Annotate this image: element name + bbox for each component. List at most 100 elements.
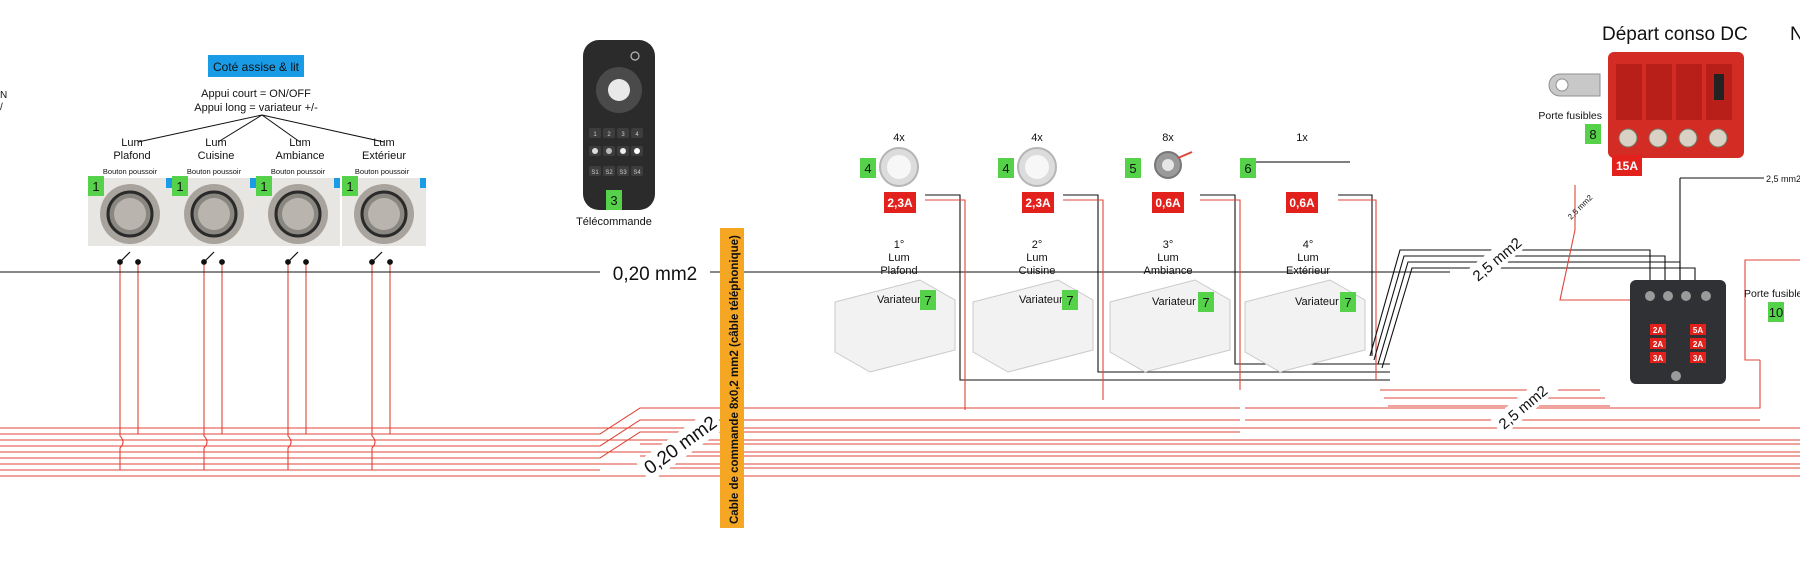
light-2-badge-num: 4: [1002, 161, 1009, 176]
fuse-right-3-badge: [1690, 352, 1706, 363]
dimmer-2-badge-num: 7: [1066, 293, 1073, 308]
remote-wheel-center: [608, 79, 630, 101]
remote-badge-num: 3: [610, 193, 617, 208]
fuse-box-body: [1630, 280, 1726, 384]
button-4-label-a: Lum: [373, 137, 394, 149]
button-2-badge-num: 1: [176, 179, 183, 194]
dimmer-4: Variateur 7: [1244, 279, 1366, 373]
fuse-box-badge: [1768, 302, 1784, 322]
light-1-current: 2,3A: [887, 196, 913, 210]
light-3: 8x 5 0,6A 3° Lum Ambiance: [1125, 132, 1192, 277]
button-4-wire: [420, 178, 426, 188]
button-1-cap: [114, 198, 146, 230]
remote-label: Télécommande: [576, 216, 652, 228]
cable-vertical-label: Cable de commande 8x0,2 mm2 (câble télép…: [729, 235, 741, 524]
coté-assise-badge: [208, 55, 304, 77]
button-1-badge: [88, 176, 104, 196]
light-1-badge-num: 4: [864, 161, 871, 176]
fuse-right-2: 2A: [1693, 340, 1703, 349]
dimmer-1-label: Variateur: [877, 294, 921, 306]
svg-text:1: 1: [593, 132, 597, 138]
button-4-caption: Bouton poussoir: [355, 167, 410, 176]
light-1-badge: [860, 158, 876, 178]
light-4-zone-a: 4°: [1303, 239, 1314, 251]
wire-label-25-small: 2,5 mm2: [1566, 193, 1595, 222]
button-1-caption: Bouton poussoir: [103, 167, 158, 176]
fuse-screw-2: [1648, 128, 1668, 148]
wire-label-25-top-bg: [1764, 171, 1800, 185]
light-4-badge: [1240, 158, 1256, 178]
dimmer-4-badge: [1340, 292, 1356, 312]
cable-label-top: 0,20 mm2: [613, 264, 697, 285]
dimmer-3-badge: [1198, 292, 1214, 312]
fuse-screw-1: [1618, 128, 1638, 148]
push-button-4: Lum Extérieur Bouton poussoir 1: [342, 137, 426, 246]
fuse-left-2: 2A: [1653, 340, 1663, 349]
fuse-holder-badge-num: 8: [1589, 127, 1596, 142]
dimmer-1-badge-num: 7: [924, 293, 931, 308]
light-1: 4x 4 2,3A 1° Lum Plafond: [860, 132, 919, 277]
button-3-label-a: Lum: [289, 137, 310, 149]
dimmer-4-badge-num: 7: [1344, 295, 1351, 310]
light-4: 1x 6 0,6A 4° Lum Extérieur: [1240, 132, 1350, 277]
light-4-badge-num: 6: [1244, 161, 1251, 176]
button-2-badge: [172, 176, 188, 196]
cable-vertical-badge: [720, 228, 744, 528]
fuse-screw-3: [1678, 128, 1698, 148]
fuse-15a-badge: [1612, 155, 1642, 176]
fuse-left-1: 2A: [1653, 326, 1663, 335]
fan-arrows: [137, 114, 385, 143]
light-2-spot-lens: [1025, 155, 1049, 179]
fuse-slot-1: [1616, 64, 1642, 120]
fuse-box-terminal-1: [1645, 291, 1655, 301]
appui-long-text: Appui long = variateur +/-: [194, 102, 318, 114]
button-3-wire: [334, 178, 340, 188]
svg-text:S4: S4: [633, 170, 641, 176]
wire-label-25-b-group: 2,5 mm2: [1490, 371, 1562, 436]
light-2-qty: 4x: [1031, 132, 1043, 144]
button-1-label-a: Lum: [121, 137, 142, 149]
light-1-current-badge: [884, 192, 916, 213]
light-2: 4x 4 2,3A 2° Lum Cuisine: [998, 132, 1057, 277]
left-edge-fragment-1: N: [0, 90, 7, 101]
remote-badge: [606, 190, 622, 210]
fuse-left-1-badge: [1650, 324, 1666, 335]
remote-control: 1 2 3 4 S1 S2 S3 S4 3 Télécommande: [576, 40, 655, 228]
fuse-left-3: 3A: [1653, 354, 1663, 363]
button-4-badge: [342, 176, 358, 196]
button-2-caption: Bouton poussoir: [187, 167, 242, 176]
svg-text:4: 4: [635, 132, 639, 138]
light-1-zone-b: Lum: [888, 252, 909, 264]
switch-symbols: [117, 251, 393, 265]
fuse-slot-3: [1676, 64, 1702, 120]
light-2-zone-b: Lum: [1026, 252, 1047, 264]
svg-text:S1: S1: [591, 170, 599, 176]
appui-court-text: Appui court = ON/OFF: [201, 88, 311, 100]
remote-keys: 1 2 3 4 S1 S2 S3 S4: [589, 128, 643, 176]
push-buttons-group: Coté assise & lit Appui court = ON/OFF A…: [88, 55, 426, 265]
fuse-holder-lug-hole: [1555, 78, 1569, 92]
left-edge-fragment-2: /: [0, 102, 3, 113]
dimmer-wires: [925, 177, 1800, 410]
light-4-zone-c: Extérieur: [1286, 265, 1330, 277]
light-4-qty: 1x: [1296, 132, 1308, 144]
coté-assise-title: Coté assise & lit: [213, 60, 300, 74]
light-3-zone-c: Ambiance: [1144, 265, 1193, 277]
fuse-left-3-badge: [1650, 352, 1666, 363]
light-3-current: 0,6A: [1155, 196, 1181, 210]
light-3-zone-b: Lum: [1157, 252, 1178, 264]
button-2-label-b: Cuisine: [198, 150, 235, 162]
light-3-current-badge: [1152, 192, 1184, 213]
button-3-caption: Bouton poussoir: [271, 167, 326, 176]
dimmer-1-badge: [920, 290, 936, 310]
remote-body: [583, 40, 655, 210]
dimmer-2: Variateur 7: [972, 279, 1094, 373]
fuse-box-bottom-terminal: [1671, 371, 1681, 381]
fuse-holder-label: Porte fusibles: [1538, 110, 1602, 122]
svg-text:S3: S3: [619, 170, 627, 176]
button-1-badge-num: 1: [92, 179, 99, 194]
button-3-badge: [256, 176, 272, 196]
fuse-right-2-badge: [1690, 338, 1706, 349]
light-3-lead: [1177, 151, 1193, 159]
dimmer-2-label: Variateur: [1019, 294, 1063, 306]
